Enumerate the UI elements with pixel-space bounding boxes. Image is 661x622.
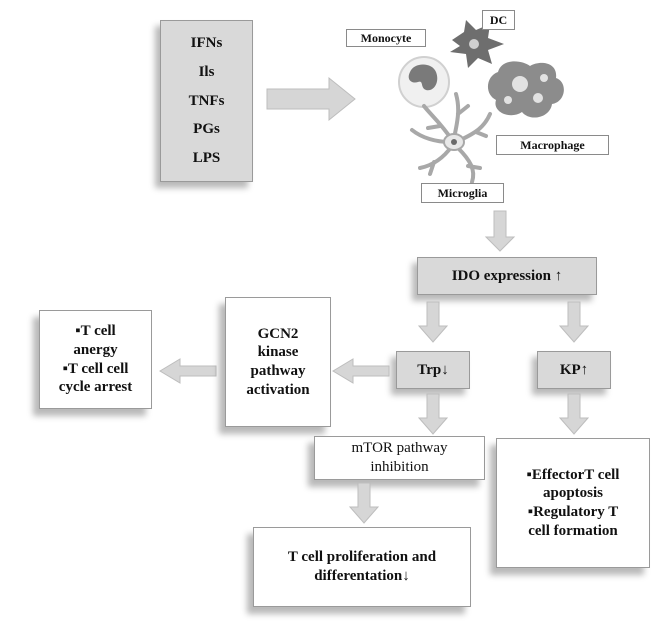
arrow-mtor-to-proliferation bbox=[348, 482, 380, 524]
ido-expression-text: IDO expression ↑ bbox=[451, 267, 563, 284]
anergy-line-4: cycle arrest bbox=[58, 379, 133, 396]
effector-line-3: ▪Regulatory T bbox=[527, 504, 619, 520]
kp-text: KP↑ bbox=[559, 361, 589, 378]
effector-line-1: ▪EffectorT cell bbox=[526, 466, 620, 483]
gcn2-line-2: kinase bbox=[257, 344, 299, 361]
arrow-trp-to-mtor bbox=[417, 393, 449, 435]
arrow-cells-to-ido bbox=[484, 210, 516, 252]
kp-box: KP↑ bbox=[537, 351, 611, 389]
gcn2-line-3: pathway bbox=[250, 363, 306, 379]
stimulus-pgs: PGs bbox=[193, 121, 220, 138]
microglia-icon bbox=[410, 92, 492, 184]
monocyte-label: Monocyte bbox=[346, 29, 426, 47]
effector-box: ▪EffectorT cell apoptosis ▪Regulatory T … bbox=[496, 438, 650, 568]
stimulus-lps: LPS bbox=[192, 150, 221, 167]
stimulus-tnfs: TNFs bbox=[188, 92, 225, 109]
mtor-line-1: mTOR pathway bbox=[351, 440, 448, 457]
effector-line-2: apoptosis bbox=[542, 485, 604, 502]
ido-expression-box: IDO expression ↑ bbox=[417, 257, 597, 295]
microglia-label: Microglia bbox=[421, 183, 504, 203]
arrow-trp-to-gcn2 bbox=[332, 358, 390, 384]
dc-label: DC bbox=[482, 10, 515, 30]
dc-icon bbox=[450, 20, 504, 68]
immune-cells-illustration bbox=[398, 20, 564, 184]
trp-box: Trp↓ bbox=[396, 351, 470, 389]
stimulus-ifns: IFNs bbox=[190, 35, 223, 52]
stimulus-ils: Ils bbox=[198, 63, 215, 80]
proliferation-line-2: differentation↓ bbox=[314, 568, 410, 584]
macrophage-icon bbox=[487, 61, 564, 118]
gcn2-line-4: activation bbox=[246, 381, 310, 398]
anergy-line-2: anergy bbox=[73, 341, 118, 358]
stimuli-box: IFNs Ils TNFs PGs LPS bbox=[160, 20, 253, 182]
effector-line-4: cell formation bbox=[528, 522, 618, 539]
trp-text: Trp↓ bbox=[417, 361, 449, 378]
anergy-line-3: ▪T cell cell bbox=[62, 360, 129, 377]
proliferation-line-1: T cell proliferation and bbox=[287, 549, 437, 566]
anergy-box: ▪T cell anergy ▪T cell cell cycle arrest bbox=[39, 310, 152, 409]
mtor-box: mTOR pathway inhibition bbox=[314, 436, 485, 480]
arrow-kp-to-effector bbox=[558, 393, 590, 435]
gcn2-line-1: GCN2 bbox=[257, 325, 299, 342]
gcn2-box: GCN2 kinase pathway activation bbox=[225, 297, 331, 427]
arrow-ido-to-kp bbox=[558, 301, 590, 343]
arrow-stimuli-to-cells bbox=[266, 76, 356, 122]
arrow-gcn2-to-anergy bbox=[159, 358, 217, 384]
proliferation-box: T cell proliferation and differentation↓ bbox=[253, 527, 471, 607]
arrow-ido-to-trp bbox=[417, 301, 449, 343]
macrophage-label: Macrophage bbox=[496, 135, 609, 155]
mtor-line-2: inhibition bbox=[370, 459, 429, 475]
monocyte-icon bbox=[398, 56, 450, 108]
anergy-line-1: ▪T cell bbox=[75, 323, 116, 339]
